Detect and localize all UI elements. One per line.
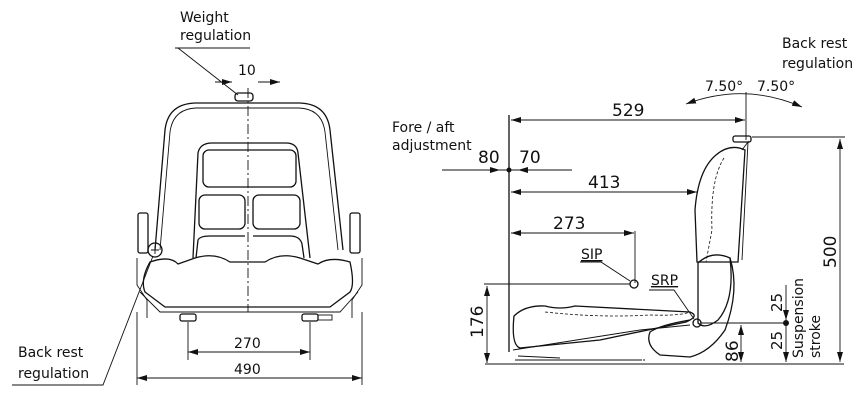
mount-foot-right <box>301 313 319 322</box>
weight-knob <box>234 92 254 102</box>
back-rest-leader <box>12 255 154 386</box>
dim-total-width: 490 <box>234 362 261 378</box>
backrest-outline <box>154 102 344 251</box>
dim-mount-width: 270 <box>234 336 261 352</box>
dim-total-depth: 529 <box>612 101 644 121</box>
angle-arc <box>685 93 803 108</box>
srp-label: SRP <box>651 273 678 289</box>
angle-backward: 7.50° <box>757 79 795 95</box>
seat-cushion-side <box>512 305 695 349</box>
side-back-rest-regulation-label: Back rest <box>782 36 848 52</box>
backrest-knob-side <box>732 135 752 143</box>
back-rest-regulation-label: Back rest <box>18 345 84 361</box>
suspension-down-value: 25 <box>768 331 786 350</box>
backrest-panel <box>192 142 311 259</box>
side-view: Back rest regulation 7.50° 7.50° 529 For… <box>392 36 853 365</box>
suspension-up-value: 25 <box>768 293 786 312</box>
dim-knob-width: 10 <box>238 63 256 79</box>
suspension-label: Suspension <box>791 278 807 358</box>
dim-sip-height: 176 <box>468 306 488 338</box>
srp-point <box>692 318 702 328</box>
dim-total-height: 500 <box>821 236 841 268</box>
seat-cushion <box>142 255 354 308</box>
weight-regulation-label-2: regulation <box>180 28 251 44</box>
backrest-knob <box>147 242 163 258</box>
fore-aft-label: Fore / aft <box>392 120 455 136</box>
weight-regulation-leader <box>175 47 250 96</box>
lumbar-pad <box>697 254 732 327</box>
sip-leader <box>580 261 631 282</box>
front-view: Weight regulation 10 270 490 Back rest r… <box>12 10 363 386</box>
slide-lever <box>317 314 333 321</box>
slide-rail <box>515 355 640 361</box>
weight-regulation-label: Weight <box>180 10 229 26</box>
fore-aft-label-2: adjustment <box>392 138 472 154</box>
dim-srp-height: 86 <box>723 340 743 362</box>
backrest-side <box>694 146 746 263</box>
dim-backrest-depth: 413 <box>588 173 620 193</box>
armrest-right <box>349 212 361 254</box>
armrest-left <box>137 212 149 254</box>
angle-forward: 7.50° <box>705 79 743 95</box>
dim-sip-depth: 273 <box>553 214 585 234</box>
srp-leader <box>649 289 695 320</box>
side-back-rest-regulation-label-2: regulation <box>782 56 853 72</box>
fore-aft-backward-value: 70 <box>519 148 541 168</box>
fore-aft-forward-value: 80 <box>478 148 500 168</box>
panel-window <box>252 194 301 230</box>
sip-label: SIP <box>581 247 602 263</box>
mount-foot-left <box>179 313 197 322</box>
suspension-label-2: stroke <box>808 315 824 358</box>
panel-window <box>198 194 246 230</box>
sip-point <box>629 279 639 289</box>
panel-window <box>202 149 297 188</box>
back-rest-regulation-label-2: regulation <box>18 366 89 382</box>
